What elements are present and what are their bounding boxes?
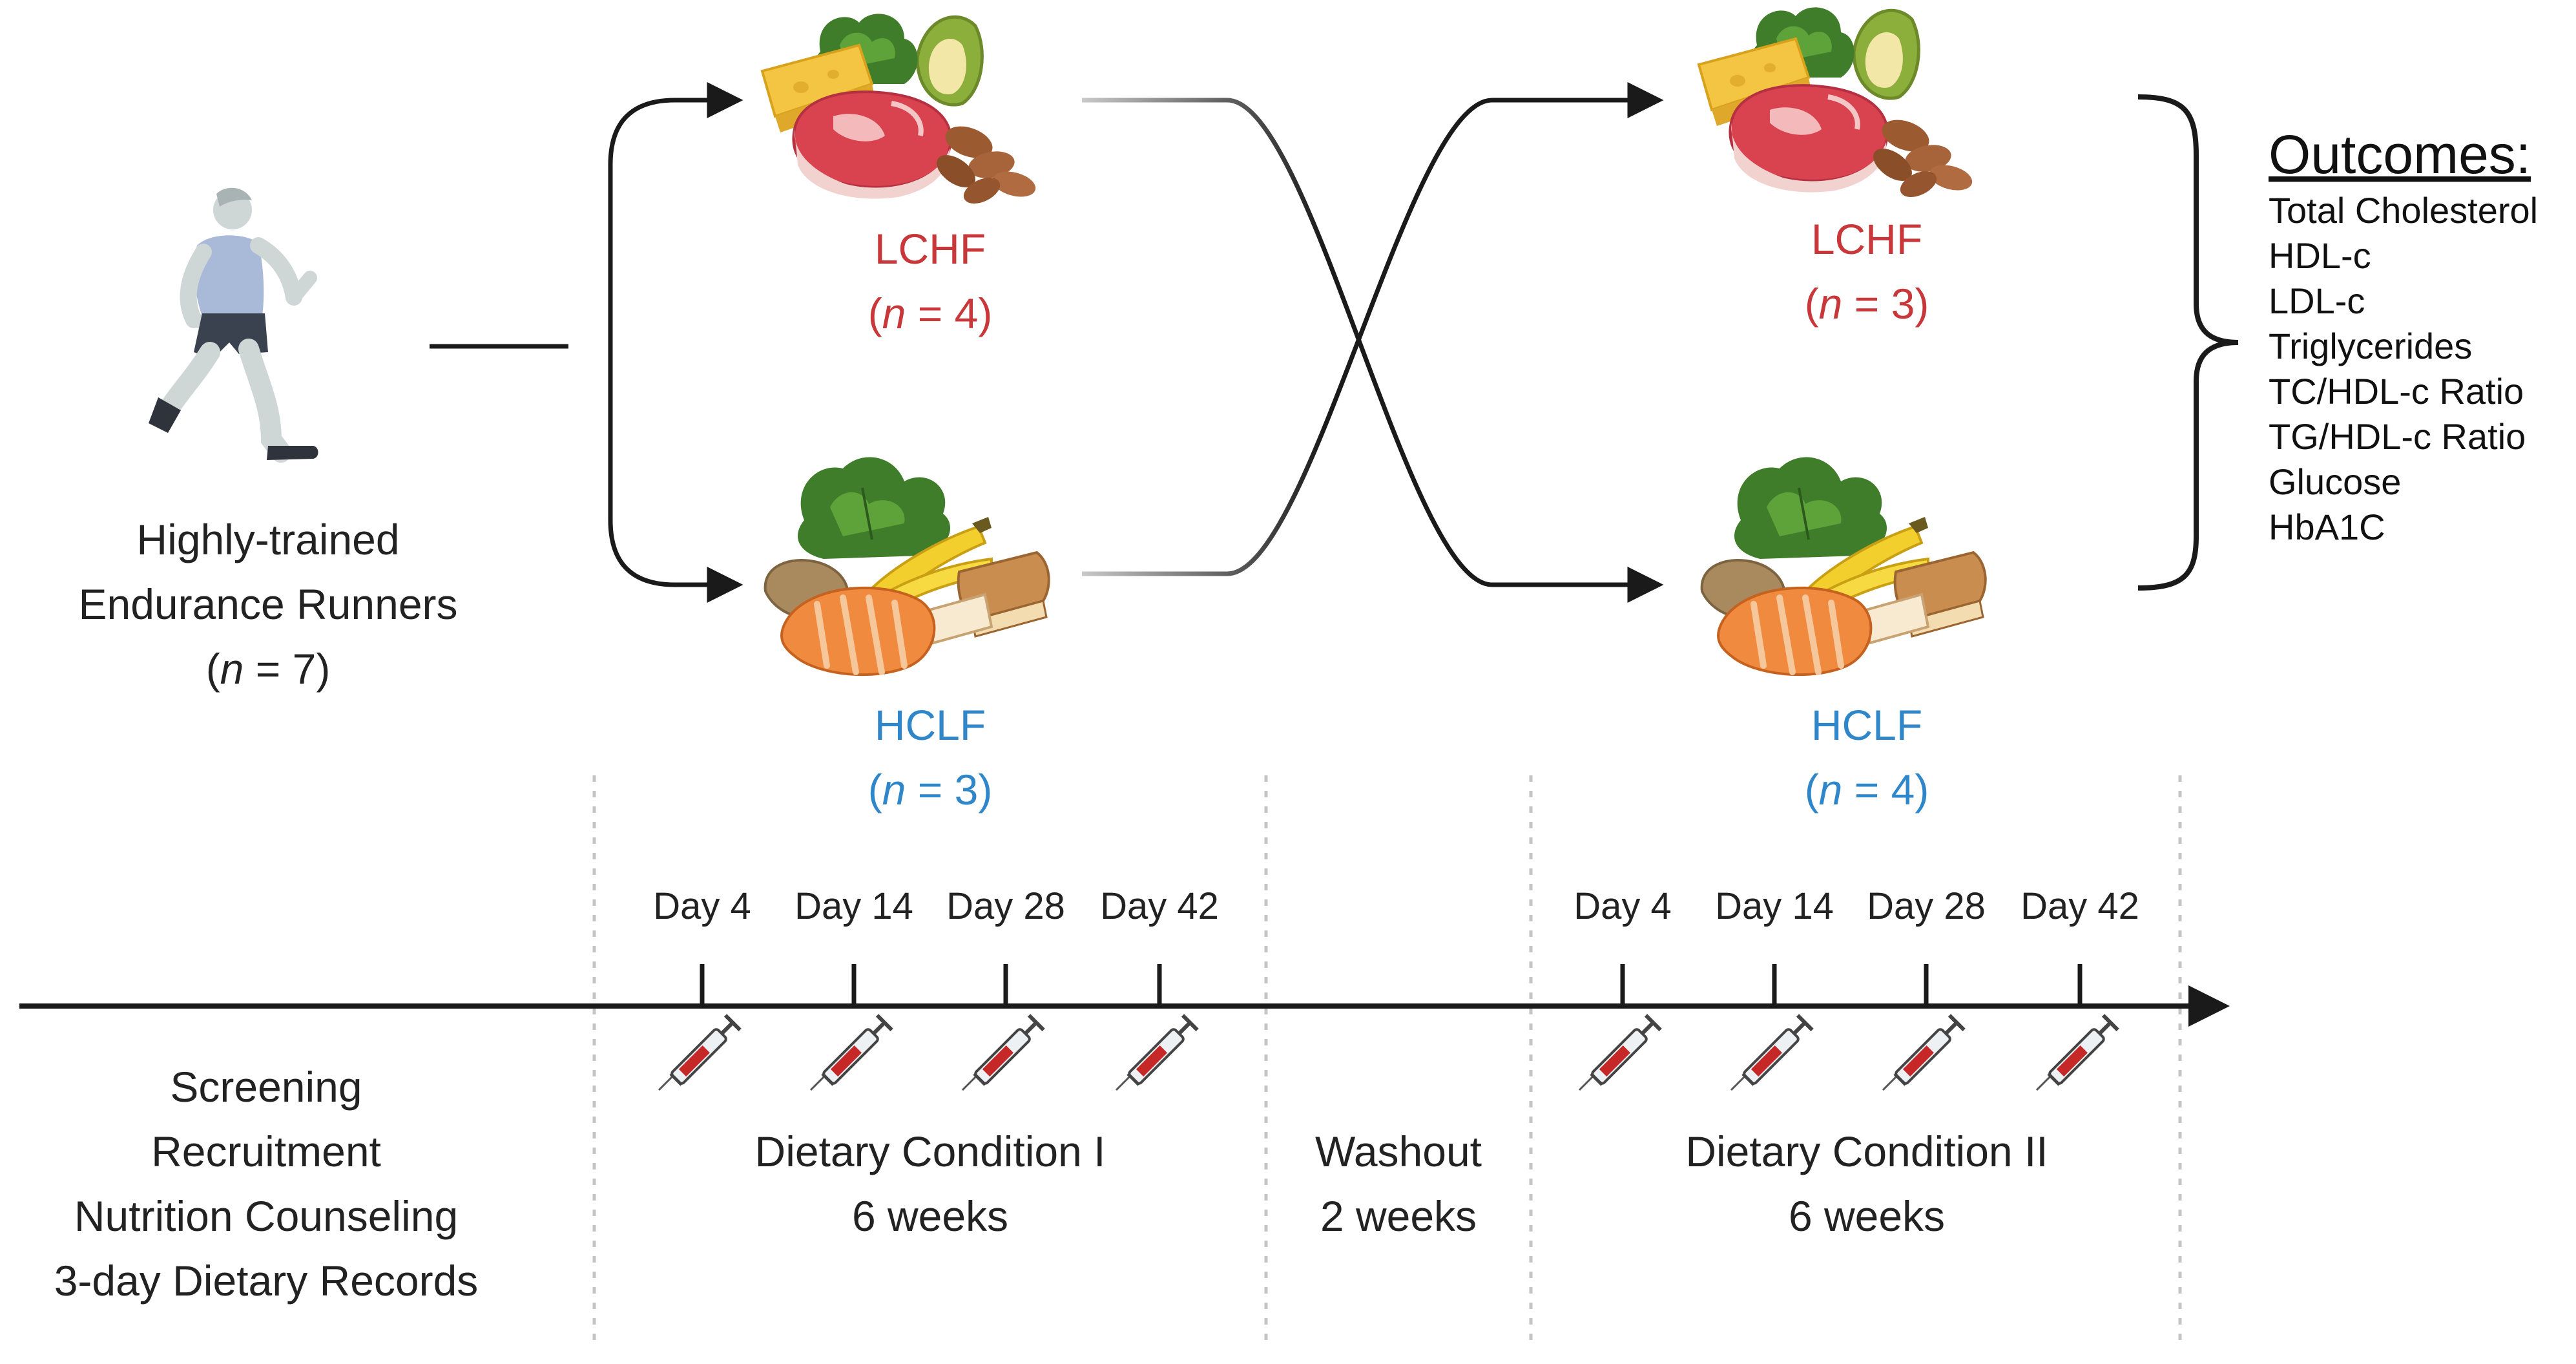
participants-line-1: Highly-trained xyxy=(136,516,399,563)
crossover-arrow-to-hclf xyxy=(1082,98,1664,603)
period1-hclf-n: (n = 3) xyxy=(868,766,993,813)
washout-duration: 2 weeks xyxy=(1320,1192,1477,1240)
period1-lchf-label: LCHF xyxy=(875,225,986,273)
washout-title: Washout xyxy=(1315,1128,1482,1175)
high-fat-food-icon xyxy=(1699,7,1975,202)
condition2-phase: Dietary Condition II 6 weeks xyxy=(1685,1128,2048,1240)
day-label: Day 28 xyxy=(1867,885,1986,927)
syringe-icon xyxy=(1116,1015,1198,1090)
outcome-item: TC/HDL-c Ratio xyxy=(2269,371,2524,412)
screening-line: 3-day Dietary Records xyxy=(54,1257,479,1305)
condition1-phase: Dietary Condition I 6 weeks xyxy=(755,1128,1106,1240)
outcomes-list: Total Cholesterol HDL-c LDL-c Triglyceri… xyxy=(2269,190,2538,547)
day-label: Day 42 xyxy=(1100,885,1219,927)
period1-hclf-label: HCLF xyxy=(875,701,986,749)
condition1-duration: 6 weeks xyxy=(852,1192,1008,1240)
participants-line-2: Endurance Runners xyxy=(78,580,457,628)
syringe-icon xyxy=(962,1015,1044,1090)
day-label: Day 14 xyxy=(795,885,913,927)
period2-hclf-label: HCLF xyxy=(1811,701,1922,749)
arrow-to-lchf xyxy=(608,82,743,346)
high-fat-food-icon xyxy=(762,14,1039,209)
syringe-icon xyxy=(1731,1015,1813,1090)
timeline-ticks xyxy=(700,964,2083,1006)
screening-line: Nutrition Counseling xyxy=(74,1192,458,1240)
syringe-icon xyxy=(1579,1015,1661,1090)
high-carb-food-icon xyxy=(1702,457,1986,675)
day-label: Day 42 xyxy=(2020,885,2139,927)
outcome-item: Glucose xyxy=(2269,461,2401,502)
day-label: Day 4 xyxy=(653,885,751,927)
condition1-title: Dietary Condition I xyxy=(755,1128,1106,1175)
outcome-item: Total Cholesterol xyxy=(2269,190,2538,231)
outcome-item: HDL-c xyxy=(2269,235,2371,276)
high-carb-food-icon xyxy=(765,457,1049,675)
day-label: Day 14 xyxy=(1715,885,1834,927)
period2-lchf-n: (n = 3) xyxy=(1805,280,1929,328)
day-label: Day 4 xyxy=(1574,885,1672,927)
period1-lchf-n: (n = 4) xyxy=(868,289,993,337)
condition2-title: Dietary Condition II xyxy=(1685,1128,2048,1175)
outcomes-title: Outcomes: xyxy=(2269,124,2531,185)
outcome-item: LDL-c xyxy=(2269,280,2365,321)
condition2-duration: 6 weeks xyxy=(1789,1192,1945,1240)
period2-lchf-label: LCHF xyxy=(1811,215,1922,263)
outcome-item: TG/HDL-c Ratio xyxy=(2269,416,2526,457)
phase-separators xyxy=(592,775,2182,1344)
syringe-icon xyxy=(2037,1015,2118,1090)
screening-line: Screening xyxy=(170,1063,362,1111)
syringe-icon xyxy=(811,1015,892,1090)
outcomes-bracket xyxy=(2137,94,2239,591)
screening-phase: Screening Recruitment Nutrition Counseli… xyxy=(54,1063,479,1305)
period2-hclf-n: (n = 4) xyxy=(1805,766,1929,813)
participants-n: (n = 7) xyxy=(206,645,331,693)
day-label: Day 28 xyxy=(946,885,1065,927)
outcome-item: Triglycerides xyxy=(2269,326,2472,366)
arrow-to-hclf xyxy=(608,346,743,603)
syringe-icon xyxy=(659,1015,740,1090)
washout-phase: Washout 2 weeks xyxy=(1315,1128,1482,1240)
outcome-item: HbA1C xyxy=(2269,507,2385,547)
crossover-arrow-to-lchf xyxy=(1082,82,1664,576)
screening-line: Recruitment xyxy=(151,1128,381,1175)
syringe-icon xyxy=(1883,1015,1964,1090)
runner-icon xyxy=(149,188,318,460)
